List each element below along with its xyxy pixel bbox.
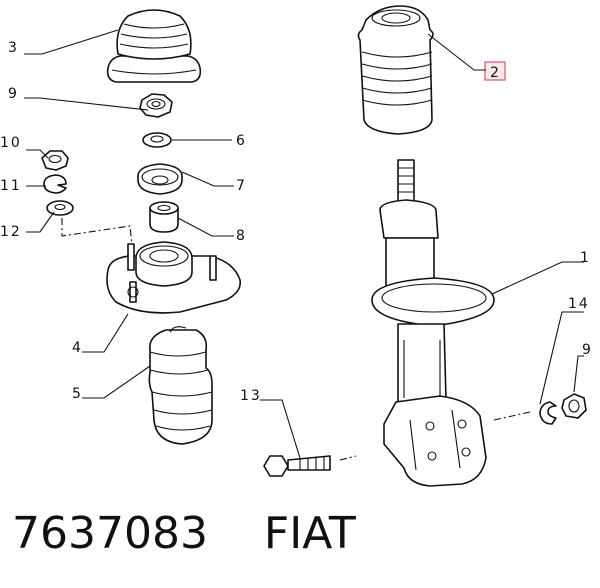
part-9-top-nut — [139, 93, 173, 118]
callout-9-top: 9 — [8, 86, 19, 102]
part-2-dust-boot — [357, 5, 434, 135]
callout-labels: 3 9 10 11 12 6 7 8 4 5 13 2 1 14 9 — [0, 40, 593, 404]
callout-1: 1 — [580, 250, 591, 266]
leader-lines — [24, 29, 584, 459]
part-4-top-mount — [106, 241, 242, 314]
callout-4: 4 — [72, 340, 83, 356]
callout-3: 3 — [8, 40, 19, 56]
part-5-bump-stop — [148, 326, 213, 445]
part-14-split-washer — [539, 401, 557, 425]
callout-8: 8 — [236, 228, 247, 244]
part-9-right-nut — [561, 393, 587, 419]
callout-6: 6 — [236, 133, 247, 149]
callout-12: 12 — [0, 224, 22, 240]
part-8-spacer-bush — [149, 201, 179, 233]
part-10-nut — [41, 150, 69, 171]
callout-2: 2 — [490, 65, 501, 81]
callout-11: 11 — [0, 178, 22, 194]
callout-9-right: 9 — [582, 342, 593, 358]
callout-7: 7 — [236, 178, 247, 194]
callout-5: 5 — [72, 386, 83, 402]
part-1-shock-absorber — [371, 159, 495, 487]
callout-14: 14 — [568, 296, 590, 312]
part-11-split-ring — [43, 174, 67, 194]
alignment-line-right — [493, 411, 531, 421]
callout-13: 13 — [240, 388, 262, 404]
alignment-line-left — [61, 218, 133, 247]
part-13-bolt — [263, 455, 357, 477]
part-12-washer — [46, 200, 74, 216]
part-7-cup-washer — [137, 163, 183, 195]
highlight-box-2 — [484, 61, 506, 81]
part-number-caption: 7637083 FIAT — [12, 508, 356, 559]
part-3-top-cap — [106, 9, 202, 83]
part-6-washer — [142, 132, 172, 148]
callout-10: 10 — [0, 135, 22, 151]
